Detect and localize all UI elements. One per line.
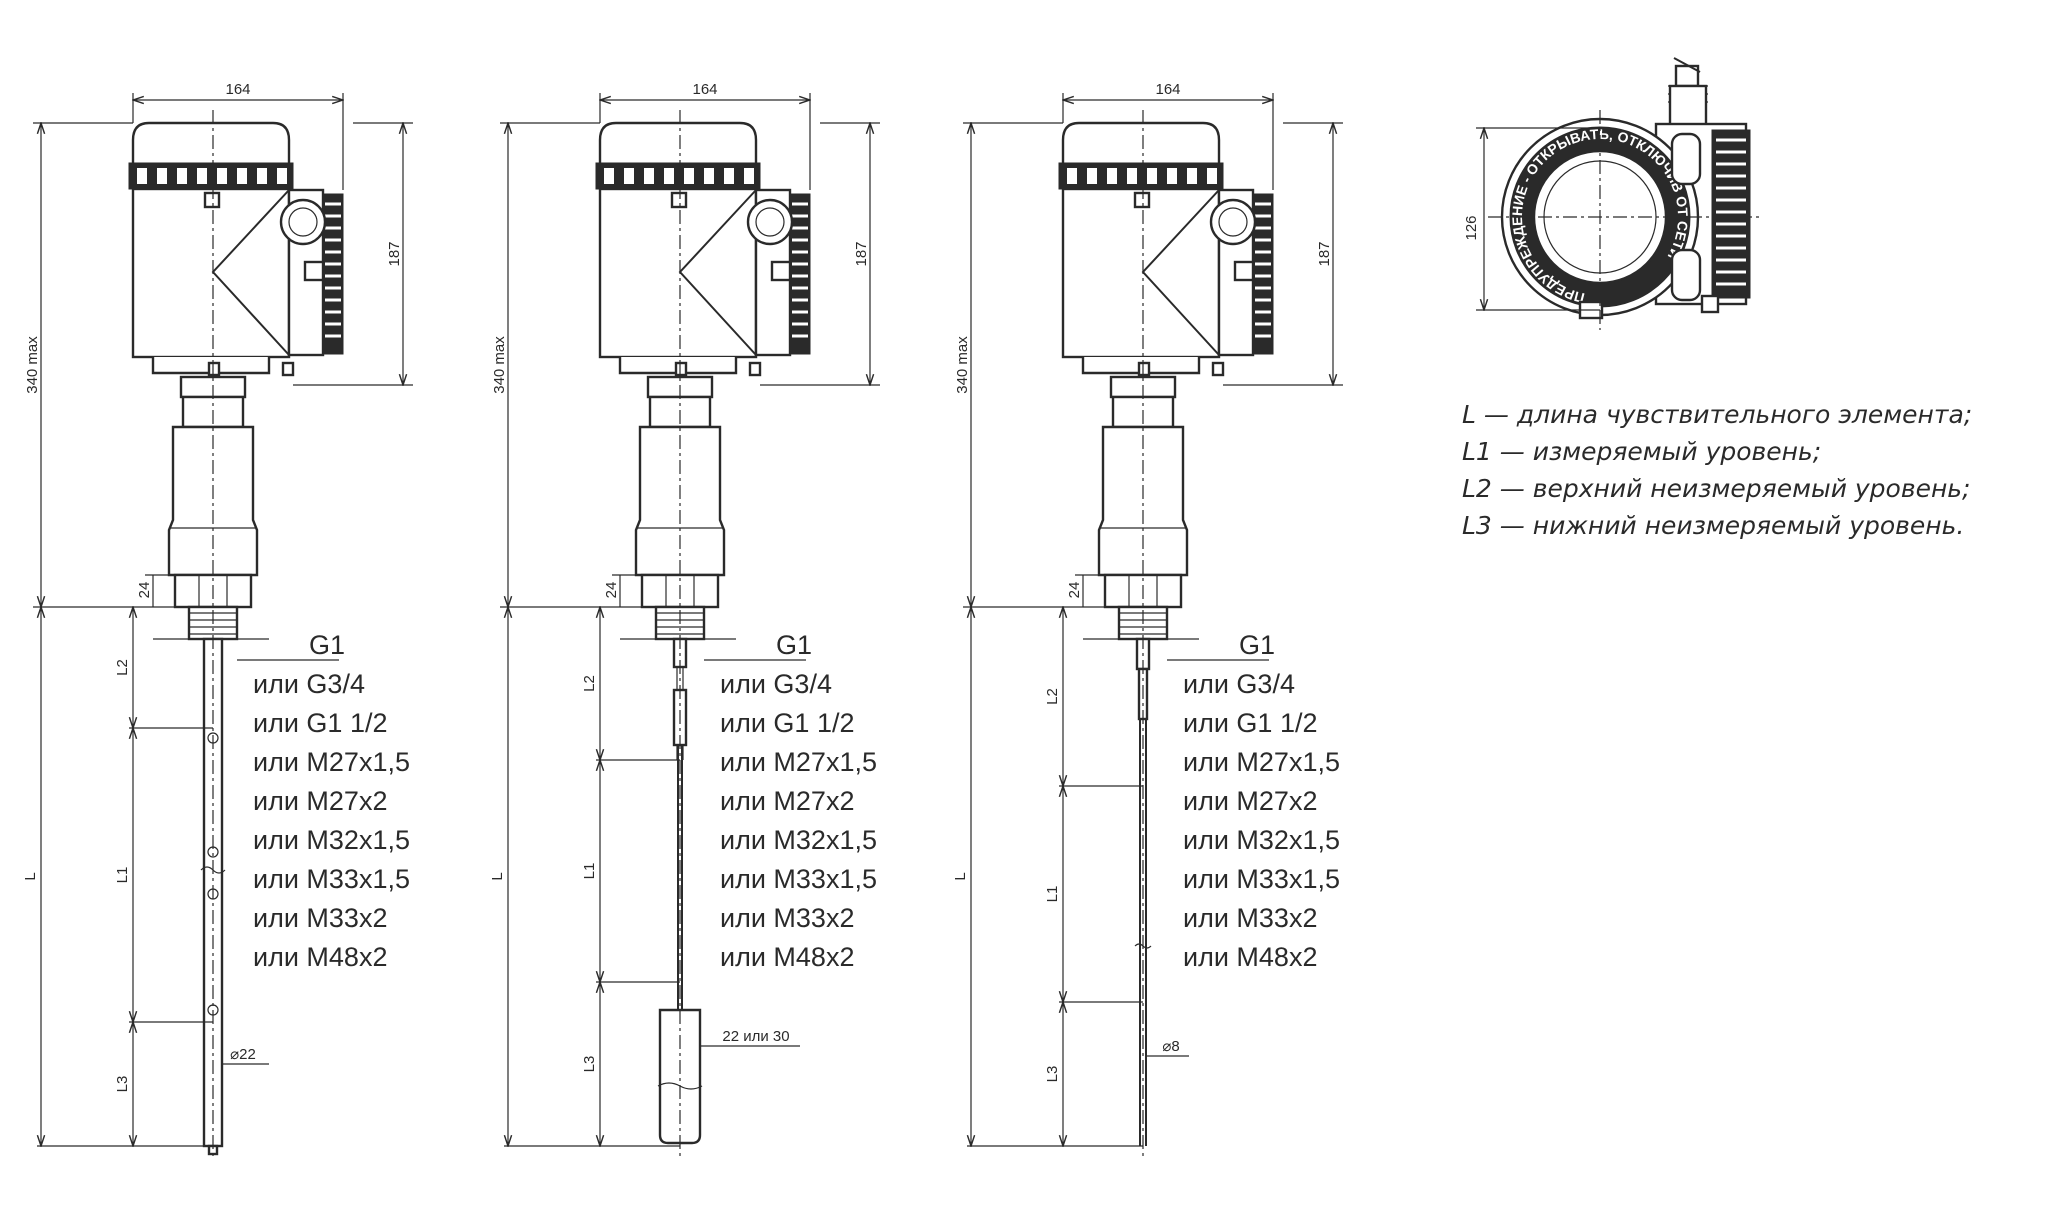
thread-option: или M27x1,5 <box>253 747 410 777</box>
sensing-thin-rod <box>1139 719 1147 1146</box>
thread-option: или M33x1,5 <box>1183 864 1340 894</box>
cap-ring <box>128 162 294 190</box>
adapter-body <box>1097 425 1189 577</box>
thread-option: G1 <box>309 630 345 660</box>
adapter-body <box>634 425 726 577</box>
lock-screw <box>1133 191 1151 209</box>
legend-item-l2: L2 — верхний неизмеряемый уровень; <box>1462 474 1971 503</box>
thread-option: или M32x1,5 <box>720 825 877 855</box>
adapter-body <box>167 425 259 577</box>
dim-rod-diameter: ⌀22 <box>230 1046 256 1063</box>
dim-164: 164 <box>225 81 250 98</box>
thread-option: или M27x1,5 <box>720 747 877 777</box>
thread-option: или M48x2 <box>720 942 854 972</box>
legend-item-l1: L1 — измеряемый уровень; <box>1462 437 1822 466</box>
dim-340-max: 340 max <box>24 336 41 394</box>
thread-option: или M33x2 <box>253 903 387 933</box>
sensing-cable <box>677 745 683 1010</box>
thread-option: или M27x2 <box>1183 786 1317 816</box>
housing-cap <box>131 121 291 165</box>
dim-340-max: 340 max <box>954 336 971 394</box>
thread-option: или M32x1,5 <box>253 825 410 855</box>
thread-option: или M33x1,5 <box>253 864 410 894</box>
dim-340-max: 340 max <box>491 336 508 394</box>
thread-option: или M48x2 <box>253 942 387 972</box>
legend-item-l3: L3 — нижний неизмеряемый уровень. <box>1462 511 1965 540</box>
cap-ring <box>1058 162 1224 190</box>
thread-option: или G3/4 <box>253 669 365 699</box>
thread-option: или G1 1/2 <box>253 708 387 738</box>
dim-weight-diameter: 22 или 30 <box>722 1028 789 1045</box>
cap-ring <box>595 162 761 190</box>
thread-option: или M27x2 <box>253 786 387 816</box>
thread-option: или M27x1,5 <box>1183 747 1340 777</box>
terminal-cover-ribs <box>322 193 344 355</box>
dim-187: 187 <box>386 241 403 266</box>
dim-l3: L3 <box>581 1056 598 1073</box>
dim-rod-diameter: ⌀8 <box>1162 1038 1179 1055</box>
thread-option: или G3/4 <box>1183 669 1295 699</box>
dim-187: 187 <box>853 241 870 266</box>
thread-option: или M32x1,5 <box>1183 825 1340 855</box>
dim-l2: L2 <box>581 675 598 692</box>
dim-164: 164 <box>692 81 717 98</box>
cable-entry <box>279 198 327 246</box>
sensor-top-view: ПРЕДУПРЕЖДЕНИЕ - ОТКРЫВАТЬ, ОТКЛЮЧИВ ОТ … <box>1463 57 1760 330</box>
thread-option: G1 <box>776 630 812 660</box>
housing-cap <box>1061 121 1221 165</box>
thread-option: или M27x2 <box>720 786 854 816</box>
dim-l1: L1 <box>1044 886 1061 903</box>
thread-option: или G3/4 <box>720 669 832 699</box>
thread-option: или G1 1/2 <box>720 708 854 738</box>
sinker-weight <box>658 1008 702 1145</box>
dim-l1: L1 <box>114 867 131 884</box>
dim-l: L <box>489 872 506 880</box>
legend-list: L — длина чувствительного элемента; L1 —… <box>1462 396 2022 544</box>
earth-screw <box>303 260 325 282</box>
dim-l1: L1 <box>581 863 598 880</box>
dim-24: 24 <box>603 582 620 599</box>
earth-screw <box>770 260 792 282</box>
housing-cap <box>598 121 758 165</box>
lock-screw <box>203 191 221 209</box>
thread-option: или G1 1/2 <box>1183 708 1317 738</box>
thread-option: или M33x2 <box>720 903 854 933</box>
terminal-cover-ribs <box>1711 129 1751 299</box>
dim-24: 24 <box>1066 582 1083 599</box>
dim-l3: L3 <box>1044 1066 1061 1083</box>
dim-126: 126 <box>1463 215 1480 240</box>
lock-screw <box>670 191 688 209</box>
terminal-cover-ribs <box>1252 193 1274 355</box>
dim-l2: L2 <box>114 659 131 676</box>
thread-option: G1 <box>1239 630 1275 660</box>
dim-164: 164 <box>1155 81 1180 98</box>
dim-l: L <box>952 872 969 880</box>
thread-option: или M48x2 <box>1183 942 1317 972</box>
dim-l2: L2 <box>1044 688 1061 705</box>
thread-option: или M33x1,5 <box>720 864 877 894</box>
cable-entry <box>746 198 794 246</box>
thread-option: или M33x2 <box>1183 903 1317 933</box>
earth-screw <box>1233 260 1255 282</box>
dim-24: 24 <box>136 582 153 599</box>
legend-item-l: L — длина чувствительного элемента; <box>1462 400 1973 429</box>
dim-l: L <box>22 872 39 880</box>
terminal-cover-ribs <box>789 193 811 355</box>
dim-187: 187 <box>1316 241 1333 266</box>
dim-l3: L3 <box>114 1076 131 1093</box>
cable-entry <box>1209 198 1257 246</box>
